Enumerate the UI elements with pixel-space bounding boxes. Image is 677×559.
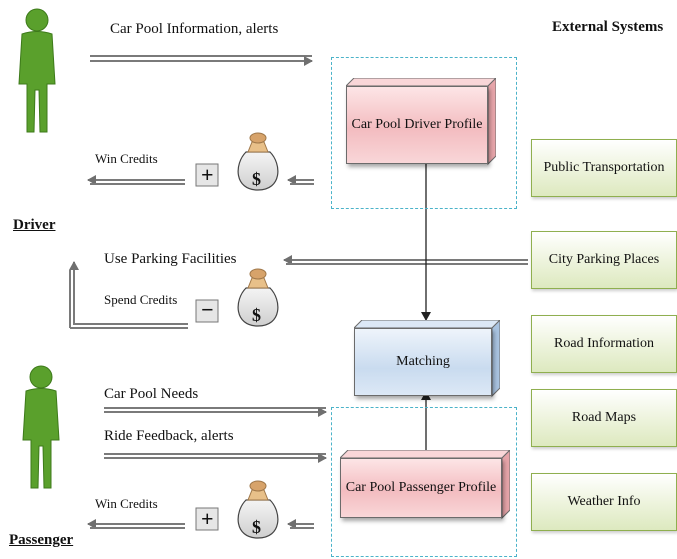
arrow-driver-win-credits [87, 175, 314, 185]
currency-symbol: $ [252, 305, 261, 325]
currency-symbol: $ [252, 169, 261, 189]
passenger-profile-label: Car Pool Passenger Profile [340, 458, 502, 518]
plus-symbol: + [201, 506, 214, 531]
passenger-profile-container [331, 407, 517, 557]
arrow-spend-credits [69, 261, 188, 329]
currency-symbol: $ [252, 517, 261, 537]
driver-label: Driver [13, 217, 56, 233]
money-bag-icon [237, 480, 279, 539]
external-city-parking: City Parking Places [531, 231, 677, 289]
arrow-car-pool-needs [104, 407, 327, 417]
plus-icon [195, 163, 219, 187]
label-spend-credits: Spend Credits [104, 292, 178, 307]
passenger-label: Passenger [9, 532, 74, 548]
label-use-parking: Use Parking Facilities [104, 251, 237, 267]
external-road-maps: Road Maps [531, 389, 677, 447]
minus-icon [195, 299, 219, 323]
label-car-pool-needs: Car Pool Needs [104, 386, 199, 402]
external-systems-title: External Systems [552, 19, 664, 35]
external-public-transportation: Public Transportation [531, 139, 677, 197]
driver-profile-box: Car Pool Driver Profile [346, 78, 496, 166]
minus-symbol: − [201, 297, 214, 322]
driver-person-icon [18, 8, 56, 133]
money-bag-icon [237, 132, 279, 191]
label-driver-win-credits: Win Credits [95, 151, 158, 166]
external-road-information: Road Information [531, 315, 677, 373]
arrow-ride-feedback [104, 453, 327, 463]
plus-icon [195, 507, 219, 531]
driver-profile-container [331, 57, 517, 209]
passenger-person-icon [22, 365, 60, 489]
label-ride-feedback: Ride Feedback, alerts [104, 428, 234, 444]
box-depth-shape [354, 320, 500, 398]
plus-symbol: + [201, 162, 214, 187]
matching-label: Matching [354, 328, 492, 396]
label-passenger-win-credits: Win Credits [95, 496, 158, 511]
label-car-pool-information: Car Pool Information, alerts [110, 21, 279, 37]
box-depth-shape [340, 450, 510, 520]
arrow-passenger-win-credits [87, 519, 314, 529]
arrow-car-pool-information [90, 55, 313, 66]
arrow-city-parking [283, 255, 528, 265]
driver-profile-label: Car Pool Driver Profile [346, 86, 488, 164]
passenger-profile-box: Car Pool Passenger Profile [340, 450, 510, 520]
money-bag-icon [237, 268, 279, 327]
external-weather-info: Weather Info [531, 473, 677, 531]
matching-box: Matching [354, 320, 500, 398]
